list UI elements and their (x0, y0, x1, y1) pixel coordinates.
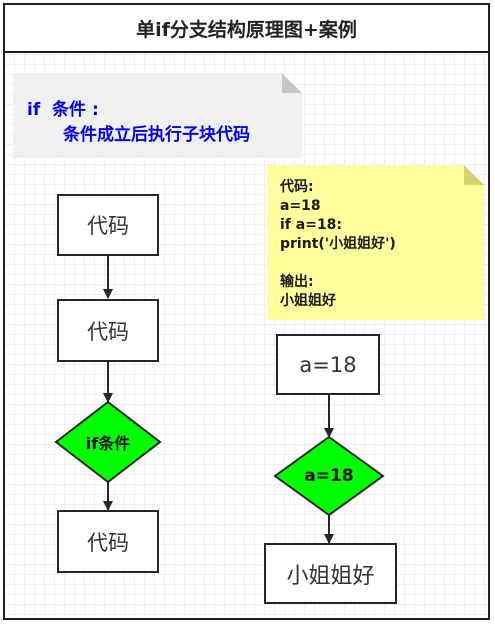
left-code-box-2: 代码 (57, 299, 159, 362)
left-decision-diamond (54, 400, 162, 484)
code-line: a=18 (280, 198, 321, 214)
left-code-box-3: 代码 (57, 510, 159, 573)
syntax-line-body: 条件成立后执行子块代码 (63, 125, 250, 145)
syntax-note: if 条件 : 条件成立后执行子块代码 (13, 73, 302, 158)
code-line: print('小姐姐好') (280, 236, 396, 252)
left-code-box-1: 代码 (57, 194, 159, 256)
example-code-note: 代码: a=18 if a=18: print('小姐姐好') 输出: 小姐姐好 (267, 165, 484, 320)
right-decision-label: a=18 (304, 466, 354, 486)
left-decision-label: if条件 (85, 434, 131, 453)
output-label: 输出: (280, 274, 314, 290)
diagram-canvas: 单if分支结构原理图+案例 if 条件 : 条件成立后执行子块代码 代码: a=… (3, 3, 490, 620)
syntax-line-condition: if 条件 : (27, 100, 99, 120)
right-output-box: 小姐姐好 (264, 543, 397, 604)
right-decision-diamond (273, 435, 385, 517)
code-line: if a=18: (280, 217, 343, 233)
flow-connectors (54, 256, 385, 544)
output-value: 小姐姐好 (280, 293, 336, 309)
diagram-title: 单if分支结构原理图+案例 (5, 5, 488, 53)
code-label: 代码: (280, 179, 314, 195)
right-assign-box: a=18 (276, 334, 380, 395)
